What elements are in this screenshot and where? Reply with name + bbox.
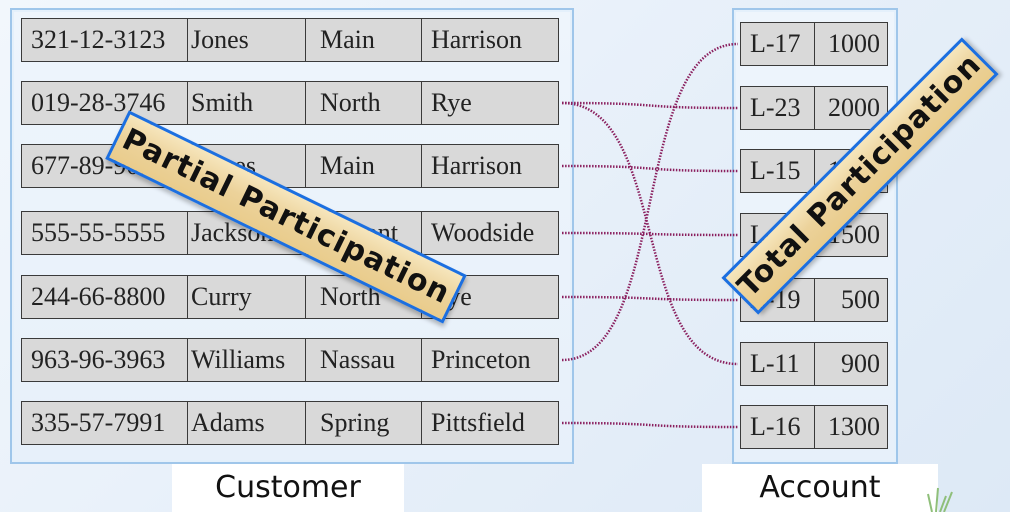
customer-row: 244-66-8800CurryNorthRye — [21, 275, 559, 319]
account-number-cell: L-16 — [741, 406, 815, 448]
ssn-cell: 321-12-3123 — [22, 19, 188, 61]
name-cell: Smith — [188, 82, 306, 124]
customer-table-label: Customer — [172, 464, 404, 512]
balance-cell: 2000 — [828, 93, 880, 122]
account-number-cell: L-15 — [741, 150, 815, 192]
balance-cell: 1000 — [828, 29, 880, 58]
city-cell: Pittsfield — [431, 408, 525, 437]
link-line — [561, 164, 739, 173]
ssn-cell: 019-28-3746 — [22, 82, 188, 124]
customer-row: 677-89-9011HayesMainHarrison — [21, 144, 559, 188]
city-cell: Woodside — [431, 218, 535, 247]
link-line — [561, 231, 739, 237]
account-number-cell: L-11 — [741, 343, 815, 385]
name-cell: Curry — [188, 276, 306, 318]
name-cell: Adams — [188, 402, 306, 444]
account-row: L-11 900 — [740, 342, 888, 386]
account-number-cell: L-23 — [741, 87, 815, 129]
name-cell: Jones — [188, 19, 306, 61]
city-cell: Princeton — [431, 345, 531, 374]
ssn-cell: 335-57-7991 — [22, 402, 188, 444]
account-table-label: Account — [702, 464, 938, 512]
ssn-cell: 244-66-8800 — [22, 276, 188, 318]
ssn-cell: 555-55-5555 — [22, 212, 188, 254]
account-row: L-17 1000 — [740, 22, 888, 66]
account-number-cell: L-17 — [741, 23, 815, 65]
balance-cell: 500 — [841, 285, 880, 314]
link-line — [561, 421, 739, 429]
street-cell: Main — [306, 145, 422, 187]
link-line — [561, 295, 739, 302]
city-cell: Harrison — [431, 25, 522, 54]
ssn-cell: 963-96-3963 — [22, 339, 188, 381]
street-cell: Spring — [306, 402, 422, 444]
grass-decoration-icon — [927, 487, 953, 512]
name-cell: Williams — [188, 339, 306, 381]
city-cell: Harrison — [431, 151, 522, 180]
street-cell: North — [306, 82, 422, 124]
balance-cell: 1300 — [828, 412, 880, 441]
link-line — [561, 101, 739, 110]
account-row: L-16 1300 — [740, 405, 888, 449]
link-line — [561, 101, 739, 366]
account-row: L-23 2000 — [740, 86, 888, 130]
street-cell: Nassau — [306, 339, 422, 381]
balance-cell: 900 — [841, 349, 880, 378]
link-line — [561, 42, 739, 362]
city-cell: Rye — [431, 88, 472, 117]
street-cell: Main — [306, 19, 422, 61]
